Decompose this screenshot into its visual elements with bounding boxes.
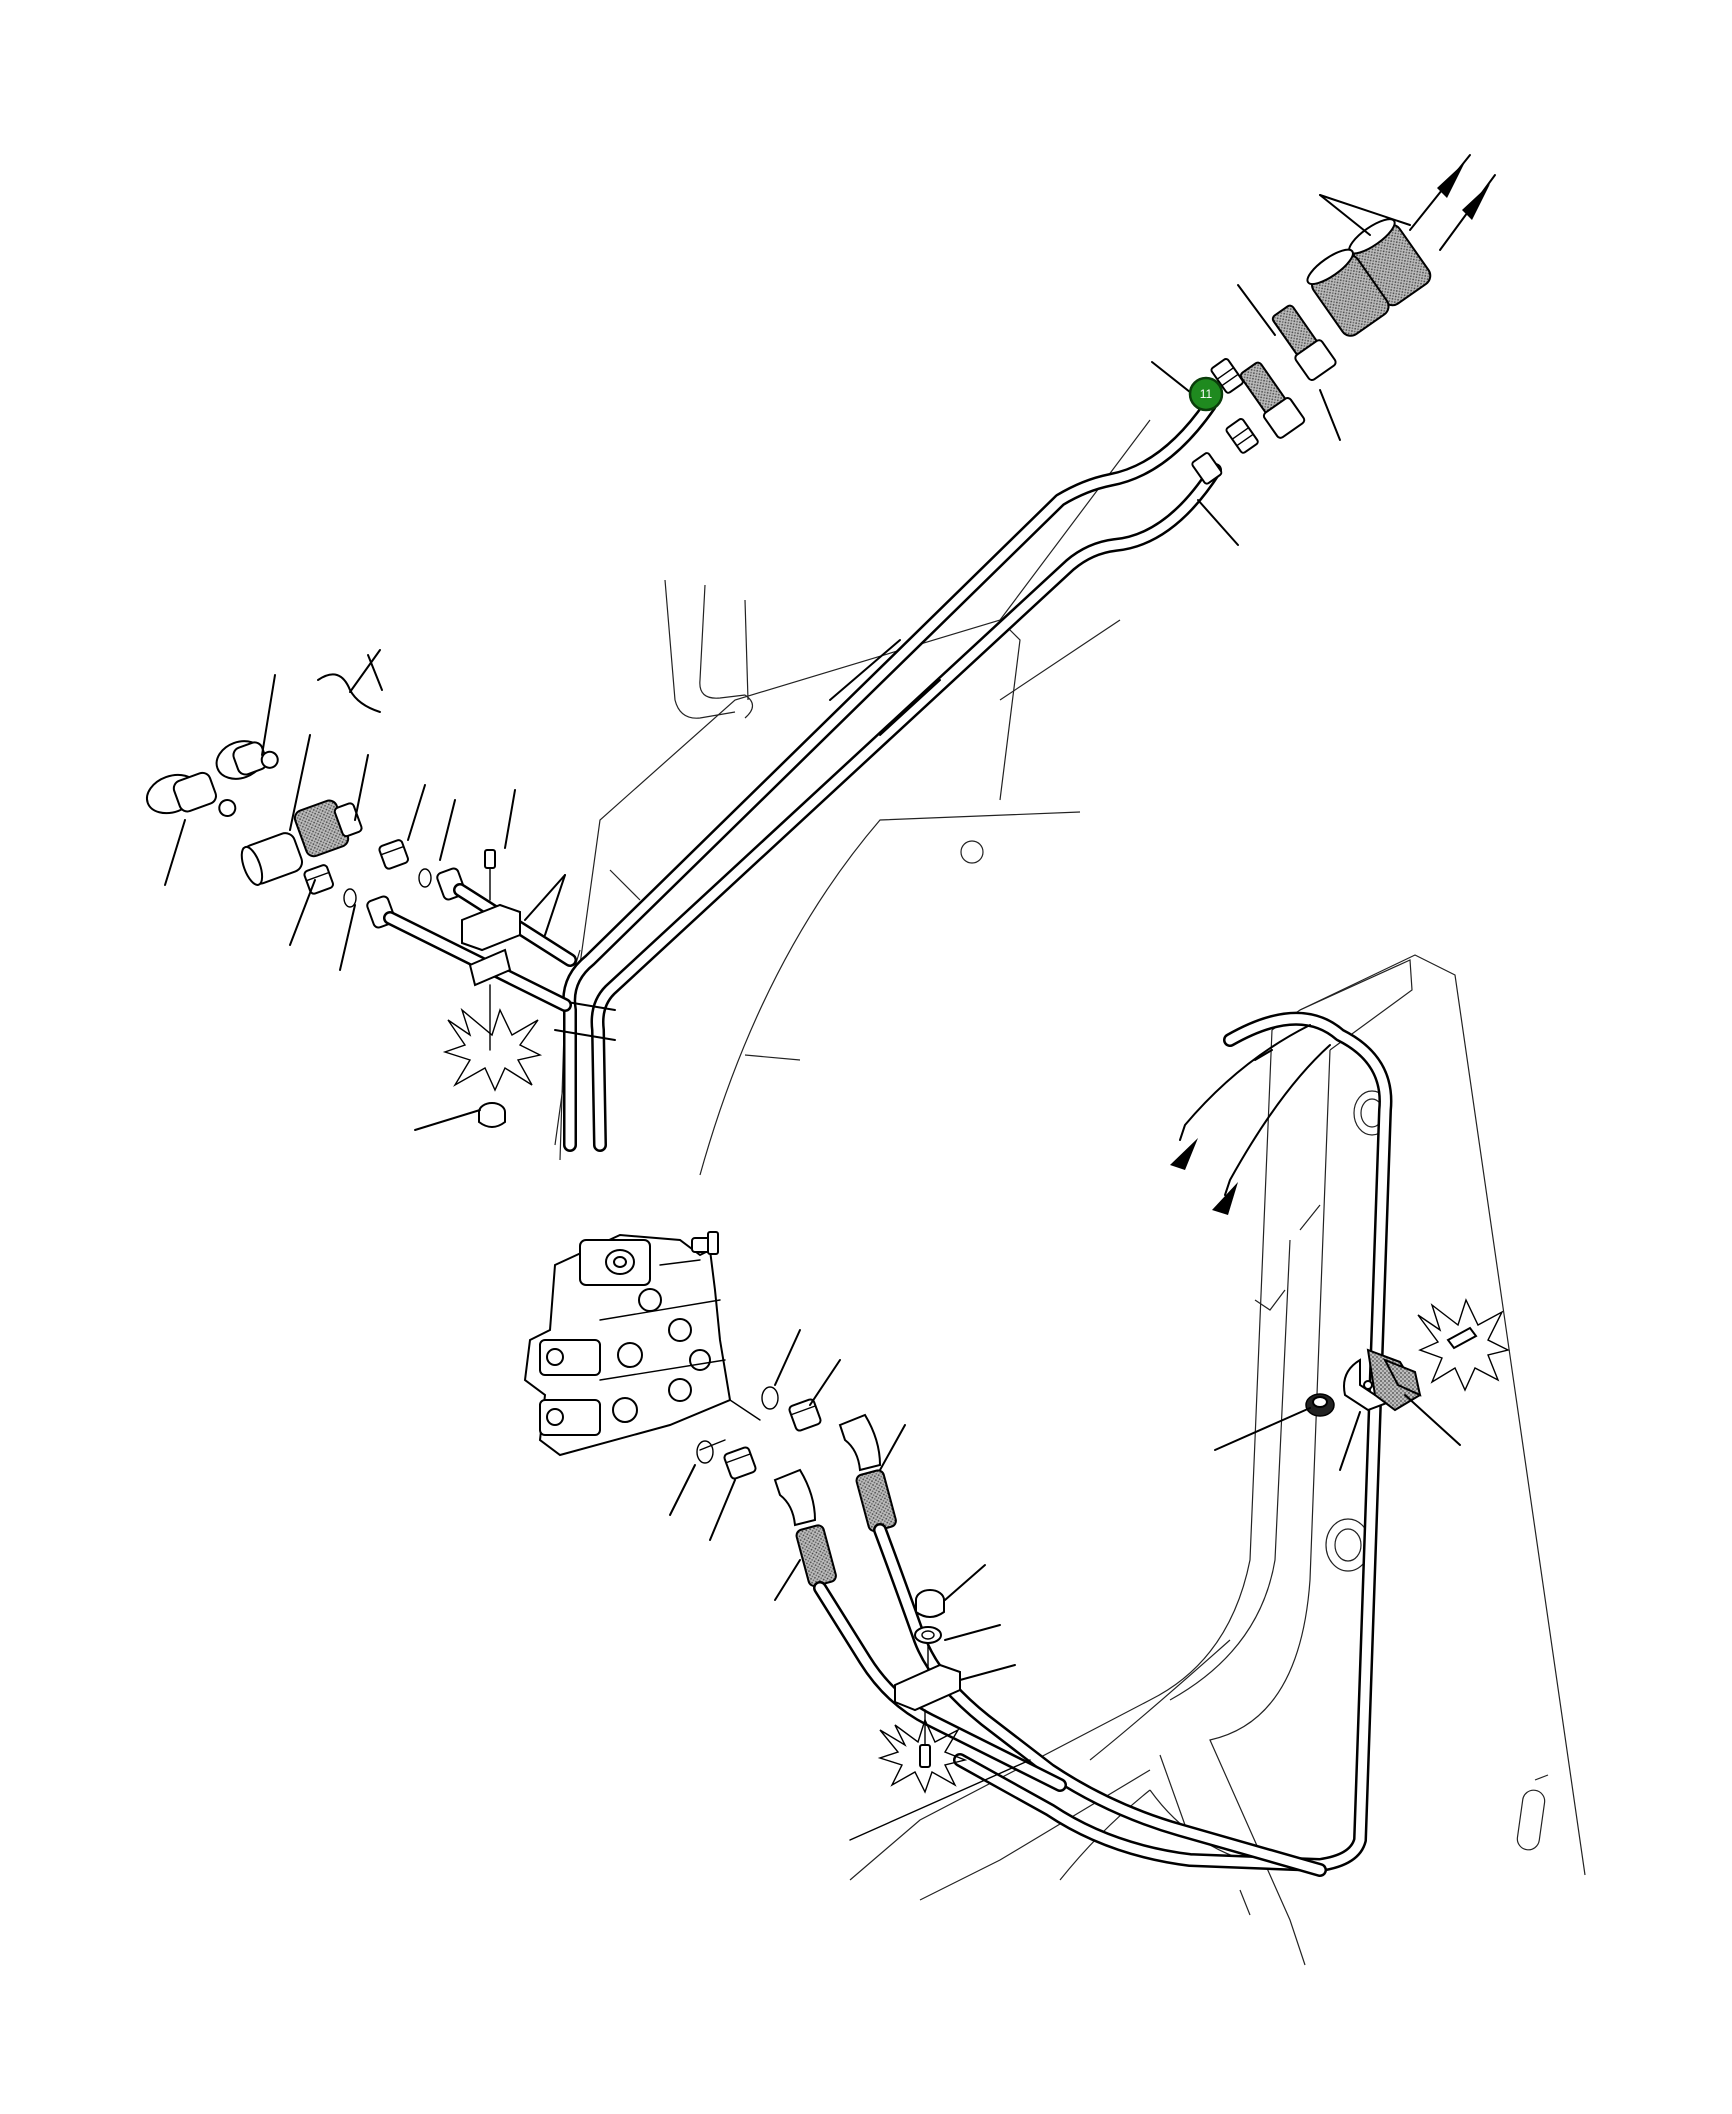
machine-frame-lower bbox=[849, 954, 1586, 1966]
left-coupler-group bbox=[145, 649, 577, 1131]
callout-11[interactable]: 11 bbox=[1188, 376, 1224, 412]
boom-hose-pair bbox=[953, 1011, 1393, 1872]
boom-clamp-assembly bbox=[1214, 1298, 1511, 1471]
lower-hose-assembly bbox=[669, 1329, 1327, 1877]
machine-frame-upper bbox=[554, 419, 1151, 1176]
control-valve-block bbox=[523, 1231, 761, 1457]
main-pipe-pair bbox=[554, 398, 1222, 1152]
callout-11-label: 11 bbox=[1200, 387, 1213, 401]
quick-coupler-assembly bbox=[1151, 154, 1496, 546]
